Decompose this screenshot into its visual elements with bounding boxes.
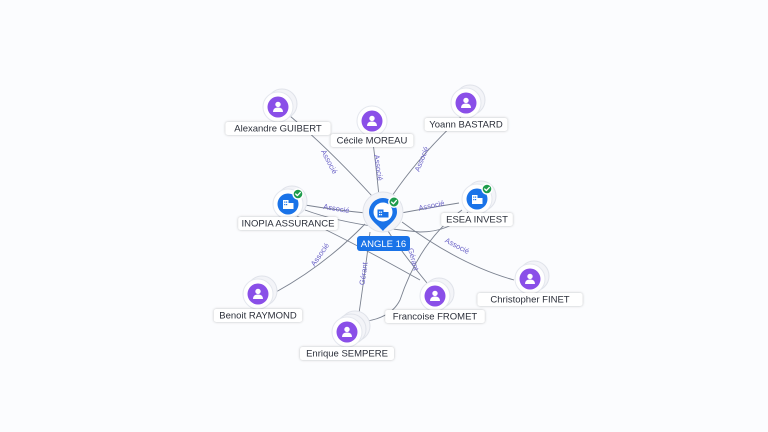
node-inopia[interactable]: INOPIA ASSURANCE	[238, 185, 338, 230]
node-label-box	[477, 293, 583, 306]
node-benoit[interactable]: Benoit RAYMOND	[213, 275, 303, 322]
node-alexandre[interactable]: Alexandre GUIBERT	[225, 88, 331, 135]
edge-line	[304, 204, 367, 214]
node-enrique[interactable]: Enrique SEMPERE	[300, 310, 394, 360]
node-label-box	[238, 217, 338, 230]
node-label: Francoise FROMET	[393, 312, 478, 323]
verified-check-icon	[388, 196, 400, 208]
node-label-box	[441, 213, 513, 226]
node-label: Enrique SEMPERE	[306, 349, 388, 360]
verified-check-icon	[292, 188, 304, 200]
node-label: Benoit RAYMOND	[219, 311, 297, 322]
person-icon	[461, 97, 471, 108]
node-label: Cécile MOREAU	[337, 136, 408, 147]
center-node[interactable]: ANGLE 16	[357, 191, 410, 251]
node-christopher[interactable]: Christopher FINET	[477, 260, 583, 306]
edge-label: Associé	[443, 236, 470, 256]
person-icon	[367, 115, 377, 126]
node-label-box	[385, 310, 485, 323]
edge-label: Associé	[418, 198, 446, 212]
node-label: Christopher FINET	[490, 295, 569, 306]
edge-inopia: Associé	[304, 202, 367, 215]
edge-label: Associé	[372, 154, 385, 181]
center-label: ANGLE 16	[361, 239, 406, 250]
node-label-box	[300, 347, 394, 360]
node-label: Alexandre GUIBERT	[234, 124, 322, 135]
nodes-layer: Alexandre GUIBERT Cécile MOREAU Yoann BAST…	[213, 84, 583, 360]
edge-esea: Associé	[400, 198, 460, 214]
node-label-box	[424, 118, 508, 131]
person-icon	[342, 326, 352, 337]
edge-line	[401, 221, 515, 281]
node-label: Yoann BASTARD	[429, 120, 503, 131]
edge-benoit: Associé	[275, 223, 366, 293]
node-label: INOPIA ASSURANCE	[242, 219, 335, 230]
node-label-box	[330, 134, 414, 147]
edge-label: Associé	[319, 148, 339, 175]
edge-line	[400, 202, 460, 214]
node-esea[interactable]: ESEA INVEST	[441, 180, 513, 226]
node-cecile[interactable]: Cécile MOREAU	[330, 105, 414, 147]
edge-label: Associé	[413, 145, 431, 173]
edge-line	[387, 230, 428, 284]
edge-line	[275, 223, 366, 293]
edge-line-extra	[357, 209, 463, 323]
node-label: ESEA INVEST	[446, 215, 508, 226]
node-yoann[interactable]: Yoann BASTARD	[424, 84, 508, 131]
building-icon	[377, 209, 389, 218]
node-francoise[interactable]: Francoise FROMET	[385, 277, 485, 323]
person-icon	[273, 101, 283, 112]
node-label-box	[225, 122, 331, 135]
center-label-pill	[357, 236, 410, 251]
person-icon	[253, 288, 263, 299]
person-icon	[430, 290, 440, 301]
node-label-box	[213, 309, 303, 322]
edge-christopher: Associé	[401, 221, 515, 281]
person-icon	[525, 273, 535, 284]
building-icon	[472, 195, 483, 204]
verified-check-icon	[481, 183, 493, 195]
edge-label: Associé	[323, 202, 350, 215]
building-icon	[283, 200, 294, 209]
edge-label: Gérant	[357, 261, 369, 286]
